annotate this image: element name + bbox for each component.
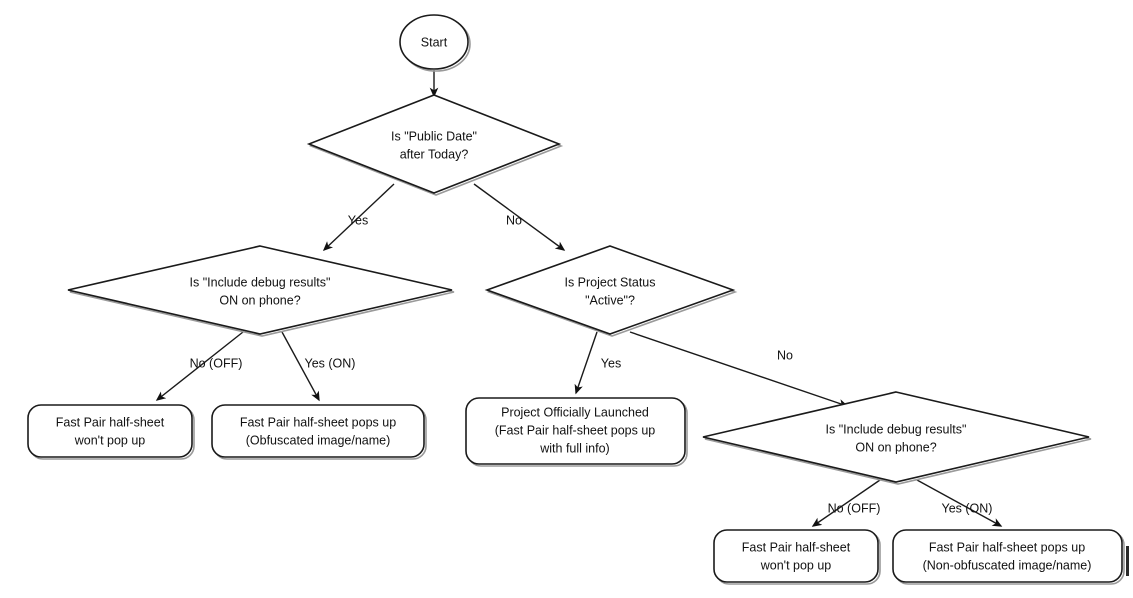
edge-line <box>281 331 320 402</box>
decision-diamond[interactable] <box>67 245 453 335</box>
node-label-line-1: Fast Pair half-sheet pops up <box>929 540 1085 554</box>
node-right-on-result[interactable]: Fast Pair half-sheet pops up (Non-obfusc… <box>892 529 1125 585</box>
edge-right-debug-on: Yes (ON) <box>916 479 1003 527</box>
node-label-line-2: won't pop up <box>760 558 832 572</box>
node-start[interactable]: Start <box>399 14 471 72</box>
result-box[interactable] <box>211 404 425 458</box>
decision-diamond[interactable] <box>484 245 736 335</box>
node-label-line-1: Fast Pair half-sheet pops up <box>240 415 396 429</box>
node-label-line-1: Is "Include debug results" <box>190 275 331 289</box>
node-label-line-1: Start <box>421 35 448 49</box>
node-label-line-2: "Active"? <box>585 293 635 307</box>
node-left-on-result[interactable]: Fast Pair half-sheet pops up (Obfuscated… <box>211 404 427 460</box>
edge-left-debug-off: No (OFF) <box>155 331 244 401</box>
node-label-line-3: with full info) <box>539 441 609 455</box>
node-project-status-decision[interactable]: Is Project Status "Active"? <box>484 245 738 337</box>
edge-public-date-yes: Yes <box>322 183 395 252</box>
edge-line <box>629 331 849 408</box>
start-ellipse[interactable] <box>399 14 469 70</box>
edge-label-no-off: No (OFF) <box>828 501 881 515</box>
node-label-line-2: (Non-obfuscated image/name) <box>923 558 1092 572</box>
edge-line <box>916 479 1003 527</box>
result-box[interactable] <box>713 529 879 583</box>
node-label-line-2: ON on phone? <box>855 440 936 454</box>
node-label-line-1: Fast Pair half-sheet <box>56 415 165 429</box>
node-debug-results-right-decision[interactable]: Is "Include debug results" ON on phone? <box>702 391 1092 485</box>
edge-right-debug-off: No (OFF) <box>811 479 881 527</box>
result-box[interactable] <box>892 529 1123 583</box>
node-label-line-2: (Fast Pair half-sheet pops up <box>495 423 656 437</box>
edge-label-yes-on: Yes (ON) <box>942 501 993 515</box>
node-label-line-1: Is Project Status <box>564 275 655 289</box>
edge-project-status-no: No <box>629 331 849 408</box>
node-label-line-1: Is "Include debug results" <box>826 422 967 436</box>
edge-line <box>574 331 598 395</box>
edge-label-no: No <box>777 348 793 362</box>
node-label-line-2: won't pop up <box>74 433 146 447</box>
decision-diamond[interactable] <box>306 94 562 194</box>
page-edge-artifact <box>1126 546 1129 576</box>
node-project-launched-result[interactable]: Project Officially Launched (Fast Pair h… <box>465 397 688 467</box>
edge-label-yes: Yes <box>601 356 621 370</box>
edge-left-debug-on: Yes (ON) <box>281 331 356 402</box>
edges-layer: Yes No No (OFF) Yes (ON) Yes No <box>155 70 1003 527</box>
edge-line <box>473 183 566 251</box>
edge-label-no-off: No (OFF) <box>190 356 243 370</box>
edge-line <box>811 479 881 527</box>
node-public-date-decision[interactable]: Is "Public Date" after Today? <box>306 94 564 196</box>
node-label-line-1: Is "Public Date" <box>391 129 477 143</box>
node-debug-results-left-decision[interactable]: Is "Include debug results" ON on phone? <box>67 245 455 337</box>
edge-line <box>322 183 395 252</box>
node-label-line-1: Project Officially Launched <box>501 405 649 419</box>
edge-label-no: No <box>506 213 522 227</box>
result-box[interactable] <box>27 404 193 458</box>
node-label-line-2: ON on phone? <box>219 293 300 307</box>
result-box[interactable] <box>465 397 686 465</box>
node-label-line-2: (Obfuscated image/name) <box>246 433 391 447</box>
decision-diamond[interactable] <box>702 391 1090 483</box>
node-left-off-result[interactable]: Fast Pair half-sheet won't pop up <box>27 404 195 460</box>
node-label-line-1: Fast Pair half-sheet <box>742 540 851 554</box>
node-right-off-result[interactable]: Fast Pair half-sheet won't pop up <box>713 529 881 585</box>
nodes-layer: Start Is "Public Date" after Today? Is "… <box>27 14 1125 585</box>
edge-line <box>155 331 244 401</box>
edge-project-status-yes: Yes <box>574 331 621 395</box>
node-label-line-2: after Today? <box>400 147 469 161</box>
edge-label-yes-on: Yes (ON) <box>305 356 356 370</box>
edge-label-yes: Yes <box>348 213 368 227</box>
edge-public-date-no: No <box>473 183 566 251</box>
